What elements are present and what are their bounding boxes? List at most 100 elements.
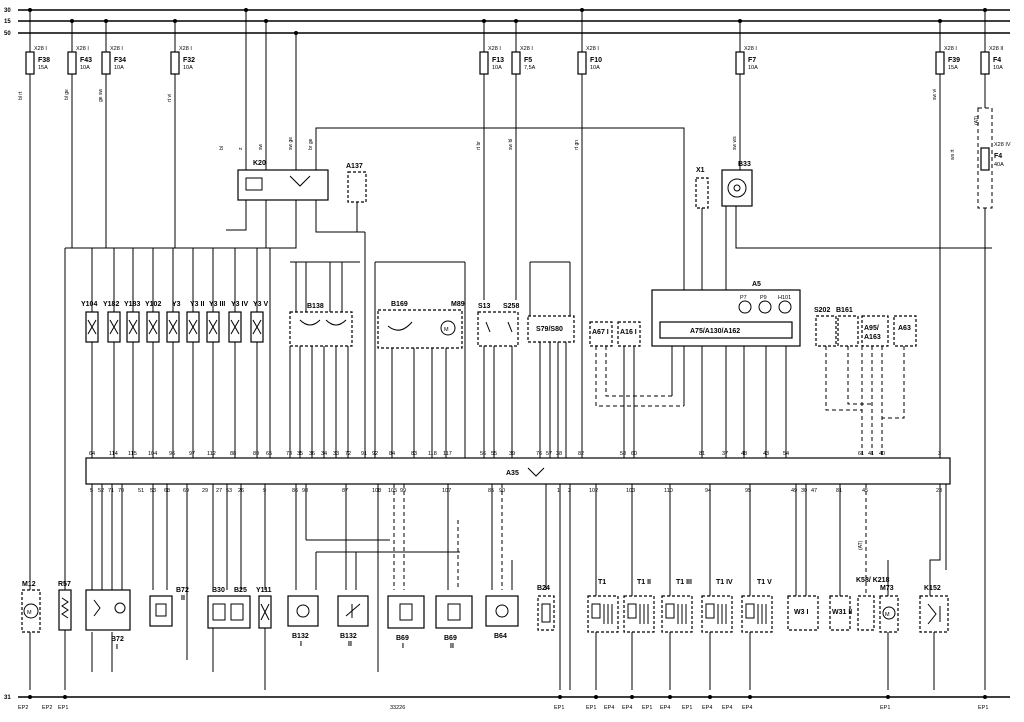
- fuse-f43-wire: bl ge: [64, 89, 70, 100]
- svg-text:bl: bl: [219, 146, 225, 150]
- svg-text:110: 110: [664, 488, 673, 494]
- svg-text:23: 23: [936, 488, 942, 494]
- fuse-f38-rating: 15A: [38, 65, 48, 71]
- svg-text:br ge: br ge: [308, 138, 314, 150]
- t1ii-label: T1 II: [637, 579, 651, 586]
- b69i-label: B69: [396, 635, 409, 642]
- svg-text:55: 55: [491, 451, 497, 457]
- b138-label: B138: [307, 303, 324, 310]
- svg-text:117: 117: [443, 451, 452, 457]
- svg-text:71: 71: [108, 488, 114, 494]
- svg-text:108: 108: [372, 488, 381, 494]
- svg-text:61: 61: [858, 451, 864, 457]
- svg-text:sw ge: sw ge: [288, 137, 294, 150]
- svg-text:70: 70: [118, 488, 124, 494]
- svg-text:45: 45: [862, 488, 868, 494]
- a95-label: A95/: [864, 325, 879, 332]
- svg-text:99: 99: [400, 488, 406, 494]
- b64-label: B64: [494, 633, 507, 640]
- svg-text:sw: sw: [258, 144, 264, 151]
- r57-label: R57: [58, 581, 71, 588]
- a5-label: A5: [752, 281, 761, 288]
- svg-text:85: 85: [488, 488, 494, 494]
- a137-label: A137: [346, 163, 363, 170]
- svg-text:29: 29: [202, 488, 208, 494]
- y3ii-label: Y3 II: [190, 301, 204, 308]
- svg-text:73: 73: [286, 451, 292, 457]
- svg-text:48: 48: [741, 451, 747, 457]
- rail-30-label: 30: [4, 8, 11, 14]
- w3-label: W3 I: [794, 609, 808, 616]
- svg-text:68: 68: [164, 488, 170, 494]
- fuse-f10-holder: X28 I: [586, 46, 599, 52]
- b161-label: B161: [836, 307, 853, 314]
- svg-text:86: 86: [292, 488, 298, 494]
- t1v-label: T1 V: [757, 579, 772, 586]
- y3-label: Y3: [172, 301, 181, 308]
- fuse-f34-wire: ge sw: [98, 89, 104, 102]
- ground-ep1-a: EP1: [58, 705, 68, 711]
- k152-label: K152: [924, 585, 941, 592]
- svg-text:54: 54: [783, 451, 789, 457]
- m89-label: M89: [451, 301, 465, 308]
- s79-label: S79/S80: [536, 326, 563, 333]
- fuse-f13-rating: 10A: [492, 65, 502, 71]
- b72ii-sub: II: [181, 595, 185, 602]
- fuse-f4b-holder: X28 IV: [994, 142, 1011, 148]
- fuse-f5-wire: sw bl: [508, 139, 514, 150]
- svg-text:53: 53: [226, 488, 232, 494]
- fuse-f32-label: F32: [183, 57, 195, 64]
- svg-text:98: 98: [302, 488, 308, 494]
- drawing-number: 33226: [390, 705, 405, 711]
- a5-sub-label: A75/A130/A162: [690, 328, 740, 335]
- a16-label: A16 I: [620, 329, 637, 336]
- fuse-f34-label: F34: [114, 57, 126, 64]
- ground-ep1-b: EP1: [554, 705, 564, 711]
- svg-text:96: 96: [169, 451, 175, 457]
- fuse-f4-label: F4: [993, 57, 1001, 64]
- b72i-label: B72: [111, 636, 124, 643]
- a163-label: A163: [864, 334, 881, 341]
- t1iii-label: T1 III: [676, 579, 692, 586]
- svg-text:43: 43: [763, 451, 769, 457]
- ground-ep4-b: EP4: [622, 705, 632, 711]
- fuse-f32-holder: X28 I: [179, 46, 192, 52]
- fuse-f5-holder: X28 I: [520, 46, 533, 52]
- ground-ep4-f: EP4: [742, 705, 752, 711]
- fuses: X28 I F38 15A bl rt X28 I F43 10A bl ge …: [18, 10, 1011, 690]
- b25-label: B25: [234, 587, 247, 594]
- fuse-f10-label: F10: [590, 57, 602, 64]
- y104-label: Y104: [81, 301, 97, 308]
- svg-text:30: 30: [801, 488, 807, 494]
- svg-text:107: 107: [442, 488, 451, 494]
- svg-text:41: 41: [868, 451, 874, 457]
- svg-text:76: 76: [536, 451, 542, 457]
- rail-50-label: 50: [4, 31, 11, 37]
- svg-text:9: 9: [263, 488, 266, 494]
- svg-text:65: 65: [266, 451, 272, 457]
- svg-text:97: 97: [189, 451, 195, 457]
- ground-ep1-d: EP1: [642, 705, 652, 711]
- svg-text:33: 33: [333, 451, 339, 457]
- fuse-f38-label: F38: [38, 57, 50, 64]
- m73-label: M73: [880, 585, 894, 592]
- svg-text:95: 95: [745, 488, 751, 494]
- fuse-f4-rating: 10A: [993, 65, 1003, 71]
- b72ii-label: B72: [176, 587, 189, 594]
- svg-text:34: 34: [321, 451, 327, 457]
- fuse-f34-rating: 10A: [114, 65, 124, 71]
- svg-text:5: 5: [90, 488, 93, 494]
- fuse-f38-holder: X28 I: [34, 46, 47, 52]
- relay-area: z sw sw ge br ge bl K20 A137 X1 B33 A5: [65, 10, 992, 347]
- fuse-f34-holder: X28 I: [110, 46, 123, 52]
- b24-label: B24: [537, 585, 550, 592]
- lower-wiring: [29, 484, 941, 690]
- lower-components: M M12 R57 B72 I B72 II B30 B25 Y111 B132…: [21, 484, 949, 690]
- fuse-f4b-label: F4: [994, 153, 1002, 160]
- svg-text:1: 1: [557, 488, 560, 494]
- k58-label: K58/ K218: [856, 577, 890, 584]
- b33-label: B33: [738, 161, 751, 168]
- fuse-f13-holder: X28 I: [488, 46, 501, 52]
- ground-ep1-g: EP1: [978, 705, 988, 711]
